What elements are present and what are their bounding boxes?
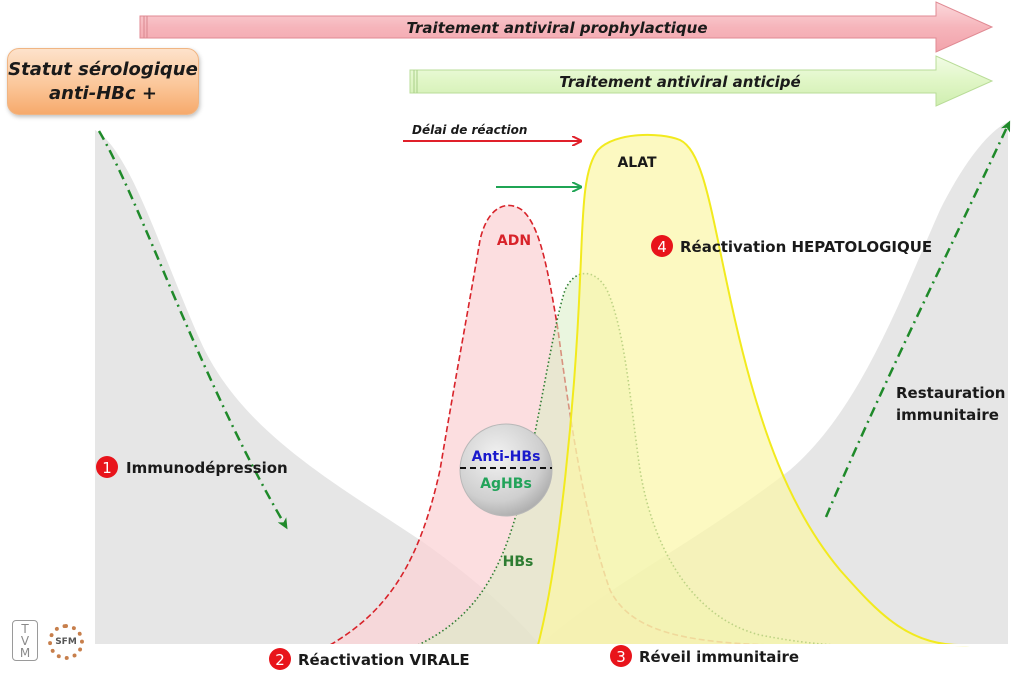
- phase-3-label: Réveil immunitaire: [639, 648, 799, 666]
- reaction-delay-label: Délai de réaction: [412, 123, 527, 137]
- prophylactic-treatment-label: Traitement antiviral prophylactique: [406, 19, 707, 37]
- immunity-decline-area: [95, 130, 540, 645]
- phase-1-label: Immunodépression: [126, 459, 288, 477]
- anti-hbs-label: Anti-HBs: [472, 449, 541, 465]
- phase-3-number: 3: [616, 648, 626, 666]
- adn-label: ADN: [497, 233, 531, 249]
- restoration-label-line2: immunitaire: [896, 406, 999, 424]
- immunodepression-trend-arrow: [97, 130, 288, 530]
- immune-restoration-trend-arrow: [824, 120, 1011, 518]
- phase-2-badge: [269, 648, 291, 670]
- phase-1: 1 Immunodépression: [96, 456, 288, 478]
- sfm-logo-text: SFM: [55, 637, 77, 647]
- phase-4: 4 Réactivation HEPATOLOGIQUE: [651, 235, 932, 257]
- tvm-logo: T V M: [12, 620, 38, 661]
- tvm-logo-v: V: [20, 633, 30, 648]
- serology-badge: Anti-HBs AgHBs: [459, 423, 553, 517]
- anticipated-treatment-label: Traitement antiviral anticipé: [559, 73, 800, 91]
- tvm-logo-m: M: [19, 645, 31, 660]
- alat-label: ALAT: [617, 155, 657, 171]
- alat-curve: [537, 133, 971, 647]
- phase-3-badge: [610, 645, 632, 667]
- phase-4-badge: [651, 235, 673, 257]
- serological-status-line1: Statut sérologique: [8, 58, 198, 80]
- immunity-restoration-area: [540, 122, 1008, 645]
- serological-status-box: Statut sérologique anti-HBc +: [7, 48, 199, 115]
- anticipated-treatment-arrow: Traitement antiviral anticipé: [409, 55, 994, 107]
- hbs-label: HBs: [503, 554, 534, 570]
- phase-3: 3 Réveil immunitaire: [610, 645, 799, 667]
- serological-status-line2: anti-HBc +: [48, 82, 157, 104]
- prophylactic-treatment-arrow: Traitement antiviral prophylactique: [139, 1, 994, 53]
- tvm-logo-t: T: [21, 621, 29, 636]
- phase-2-number: 2: [275, 651, 285, 669]
- sfm-logo: SFM: [48, 624, 84, 660]
- restoration-label-line1: Restauration: [896, 384, 1005, 402]
- phase-2: 2 Réactivation VIRALE: [269, 648, 470, 670]
- phase-1-number: 1: [102, 459, 112, 477]
- phase-2-label: Réactivation VIRALE: [298, 651, 470, 669]
- aghbs-label: AgHBs: [480, 476, 532, 492]
- phase-4-label: Réactivation HEPATOLOGIQUE: [680, 238, 932, 256]
- phase-1-badge: [96, 456, 118, 478]
- phase-4-number: 4: [657, 238, 667, 256]
